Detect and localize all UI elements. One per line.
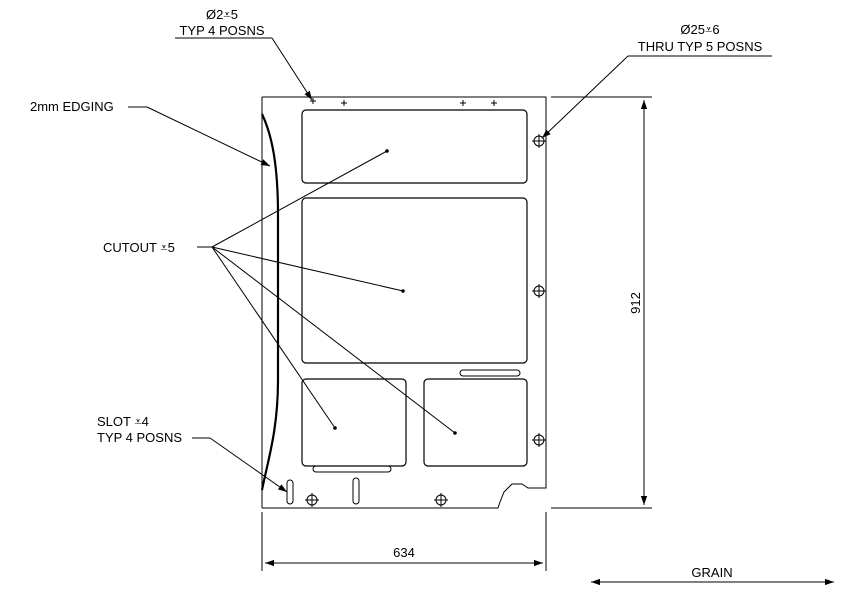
thru-hole-2 <box>532 284 546 298</box>
drill-hole-4 <box>491 100 497 106</box>
drill-hole-callout: Ø2⩡5 TYP 4 POSNS <box>175 7 313 101</box>
height-dimension: 912 <box>551 96 652 509</box>
thru-hole-label-line1: Ø25⩡6 <box>680 22 719 37</box>
slot-label-line2: TYP 4 POSNS <box>97 430 182 445</box>
slot-label-line1: SLOT ⩡4 <box>97 414 149 429</box>
slot-vertical-left <box>286 479 294 505</box>
cutouts <box>301 109 528 467</box>
edging-callout: 2mm EDGING <box>30 99 271 167</box>
slot-callout: SLOT ⩡4 TYP 4 POSNS <box>97 414 288 493</box>
drill-hole-label-line2: TYP 4 POSNS <box>179 23 264 38</box>
slot-vertical-middle <box>352 477 360 505</box>
width-dimension-label: 634 <box>393 545 415 560</box>
slot-horizontal-lower <box>312 465 392 473</box>
thru-hole-label-line2: THRU TYP 5 POSNS <box>638 39 763 54</box>
thru-hole-5 <box>434 493 448 507</box>
slot-horizontal-upper <box>459 369 521 377</box>
small-drill-holes <box>310 98 497 106</box>
drill-hole-2 <box>341 100 347 106</box>
edging-curve <box>260 113 280 491</box>
thru-hole-4 <box>305 493 319 507</box>
width-dimension: 634 <box>261 512 547 571</box>
drill-hole-1 <box>310 98 316 104</box>
grain-label: GRAIN <box>691 565 732 580</box>
cutout-label: CUTOUT ⩡5 <box>103 240 175 255</box>
cutout-center-dots <box>333 149 457 435</box>
thru-hole-1 <box>532 134 546 148</box>
height-dimension-label: 912 <box>628 292 643 314</box>
through-holes <box>305 134 546 507</box>
cutout-top <box>301 109 528 184</box>
cutout-bottom-left <box>301 378 407 467</box>
thru-hole-3 <box>532 433 546 447</box>
grain-indicator: GRAIN <box>591 565 834 586</box>
cutout-bottom-right <box>423 378 528 467</box>
edging-label: 2mm EDGING <box>30 99 114 114</box>
cutout-callout: CUTOUT ⩡5 <box>103 150 456 434</box>
slots <box>286 369 521 505</box>
drill-hole-3 <box>460 100 466 106</box>
thru-hole-callout: Ø25⩡6 THRU TYP 5 POSNS <box>541 22 772 139</box>
drill-hole-label-line1: Ø2⩡5 <box>206 7 238 22</box>
cutout-middle <box>301 197 528 364</box>
panel-outline <box>261 96 547 509</box>
